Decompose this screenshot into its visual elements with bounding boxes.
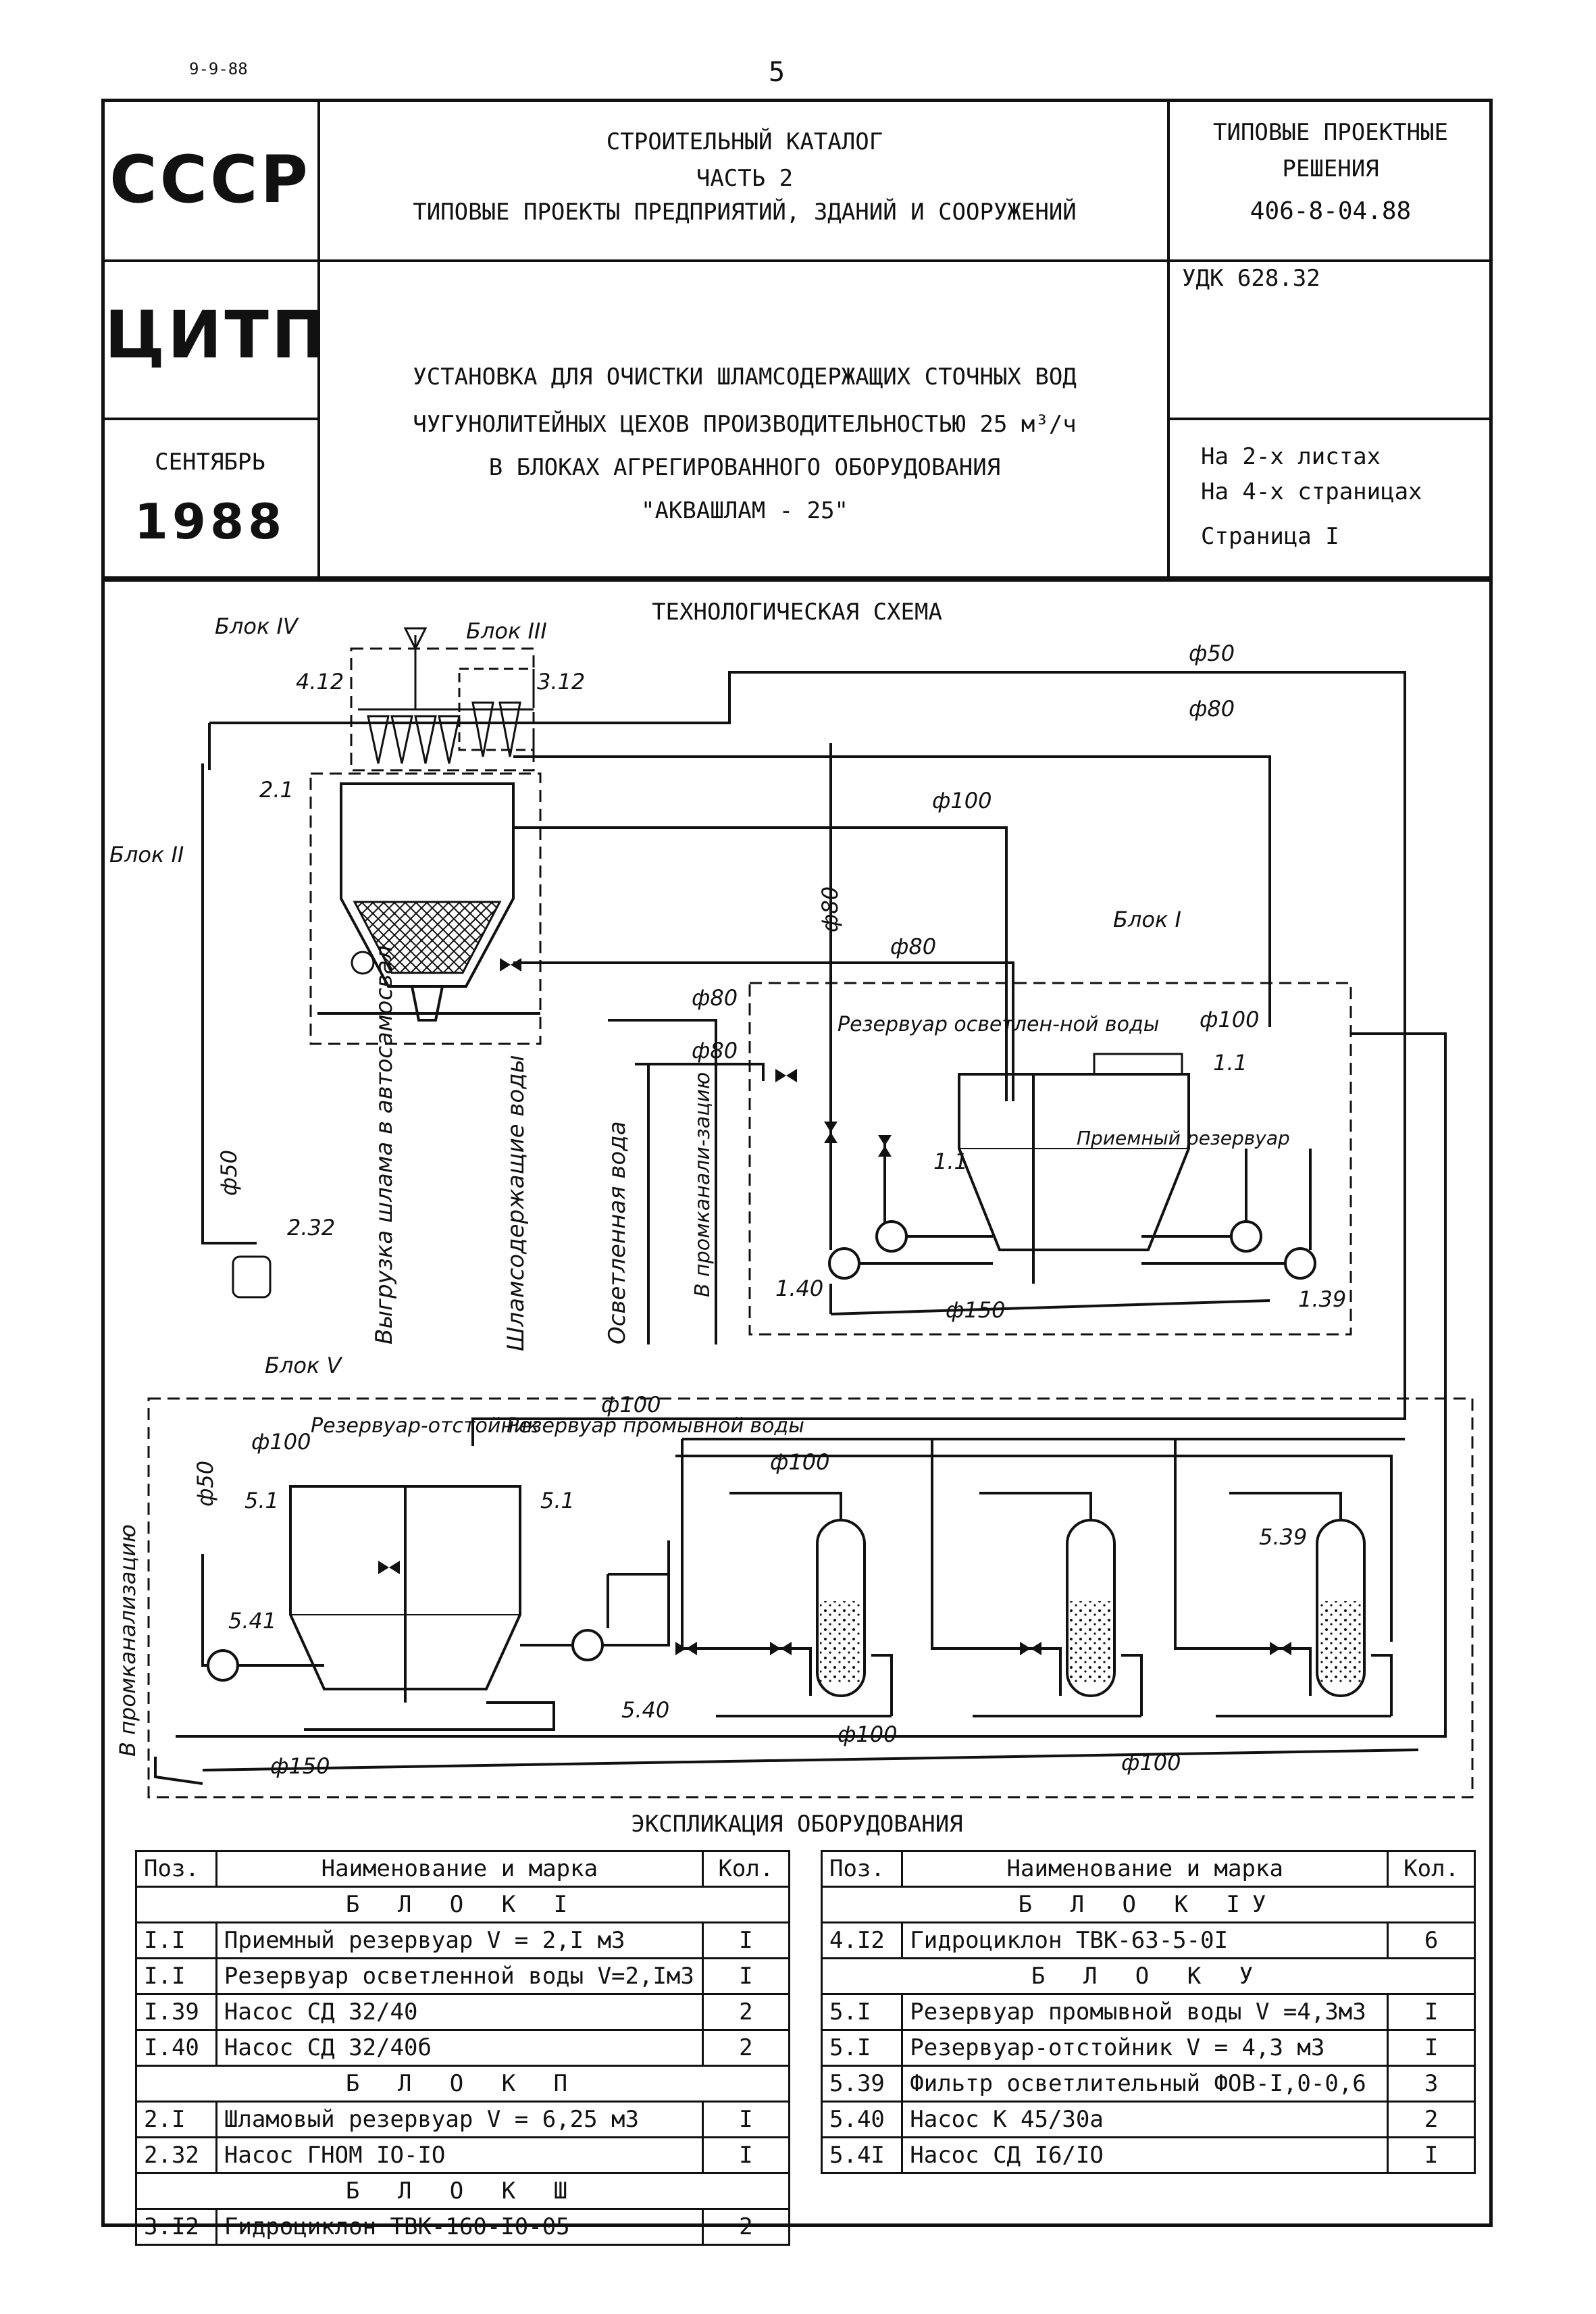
explication-table-right: Поз. Наименование и марка Кол. Б Л О К I…	[820, 1850, 1476, 2174]
pages-count: На 4-х страницах	[1201, 478, 1422, 505]
label-reservoir-clarified: Резервуар осветлен-ной воды	[838, 1013, 1159, 1036]
label-d80c: ф80	[692, 985, 738, 1011]
label-block5: Блок V	[265, 1353, 342, 1378]
group-block1: Б Л О К I	[135, 1886, 790, 1923]
label-d100a: ф100	[932, 788, 992, 813]
explication-table-left: Поз. Наименование и марка Кол. Б Л О К I…	[135, 1850, 791, 2246]
label-settling: Резервуар-отстойник	[311, 1414, 540, 1438]
label-d50a: ф50	[1189, 640, 1235, 666]
label-sludge-water: Шламсодержащие воды	[503, 1055, 530, 1351]
month: СЕНТЯБРЬ	[155, 449, 265, 476]
label-139: 1.39	[1298, 1286, 1346, 1312]
label-sludge-unload: Выгрузка шлама в автосамосвал	[371, 945, 398, 1344]
label-d100f: ф100	[838, 1721, 897, 1747]
udk: УДК 628.32	[1182, 265, 1320, 292]
label-d100d: ф100	[251, 1429, 311, 1455]
body-frame	[101, 578, 1493, 2227]
label-140: 1.40	[775, 1276, 823, 1301]
table-header: Поз. Наименование и марка Кол.	[820, 1850, 1476, 1888]
label-d100e: ф100	[770, 1449, 829, 1475]
table-header: Поз. Наименование и марка Кол.	[135, 1850, 791, 1888]
catalog-line2: ЧАСТЬ 2	[696, 165, 794, 192]
label-541: 5.41	[228, 1608, 276, 1634]
label-to-sewer1: В промканали-зацию	[691, 1072, 715, 1297]
header-qty: Кол.	[701, 1850, 791, 1888]
label-d150a: ф150	[946, 1297, 1005, 1323]
group-block3: Б Л О К Ш	[135, 2172, 790, 2210]
label-block1: Блок I	[1113, 907, 1181, 932]
label-to-sewer2: В промканализацию	[115, 1524, 140, 1757]
label-539: 5.39	[1259, 1524, 1307, 1550]
label-540: 5.40	[621, 1697, 669, 1723]
label-block3: Блок III	[466, 618, 547, 644]
label-21: 2.1	[259, 777, 294, 803]
label-d80d: ф80	[692, 1038, 738, 1063]
title-line1: УСТАНОВКА ДЛЯ ОЧИСТКИ ШЛАМСОДЕРЖАЩИХ СТО…	[413, 363, 1077, 391]
label-232: 2.32	[287, 1215, 335, 1240]
label-11b: 1.1	[1213, 1050, 1247, 1076]
label-d50b: ф50	[216, 1150, 242, 1196]
label-wash: Резервуар промывной воды	[507, 1414, 804, 1438]
label-d100g: ф100	[1121, 1750, 1181, 1776]
typical-line2: РЕШЕНИЯ	[1282, 155, 1379, 182]
label-11a: 1.1	[933, 1149, 968, 1174]
header-pos: Поз.	[135, 1850, 217, 1888]
label-receiving-reservoir: Приемный резервуар	[1077, 1127, 1290, 1149]
citp-label: ЦИТП	[105, 297, 329, 373]
group-block5: Б Л О К У	[821, 1957, 1476, 1995]
header-name: Наименование и марка	[215, 1850, 704, 1888]
typical-line1: ТИПОВЫЕ ПРОЕКТНЫЕ	[1213, 119, 1448, 146]
label-d100b: ф100	[1200, 1007, 1259, 1032]
group-block4: Б Л О К IУ	[821, 1886, 1476, 1923]
label-d100c: ф100	[601, 1392, 661, 1417]
page-number: 5	[769, 57, 786, 88]
project-number: 406-8-04.88	[1250, 197, 1412, 225]
group-block2: Б Л О К П	[135, 2065, 790, 2103]
label-51b: 5.1	[540, 1488, 575, 1513]
header-name-right: Наименование и марка	[901, 1850, 1389, 1888]
label-51: 5.1	[244, 1488, 279, 1513]
label-block4: Блок IV	[215, 613, 299, 639]
label-312: 3.12	[537, 669, 585, 695]
doc-code: 9-9-88	[189, 59, 248, 78]
header-qty-right: Кол.	[1387, 1850, 1476, 1888]
scheme-title: ТЕХНОЛОГИЧЕСКАЯ СХЕМА	[652, 599, 942, 626]
year: 1988	[134, 493, 286, 550]
header-frame	[101, 99, 1493, 580]
explication-title: ЭКСПЛИКАЦИЯ ОБОРУДОВАНИЯ	[631, 1811, 963, 1838]
label-d80a: ф80	[1189, 696, 1235, 722]
page-label: Страница I	[1201, 523, 1339, 550]
label-block2: Блок II	[109, 842, 184, 867]
header-pos-right: Поз.	[820, 1850, 904, 1888]
label-412: 4.12	[296, 669, 344, 695]
title-line2: ЧУГУНОЛИТЕЙНЫХ ЦЕХОВ ПРОИЗВОДИТЕЛЬНОСТЬЮ…	[413, 411, 1077, 438]
label-d50c: ф50	[192, 1461, 218, 1507]
label-d80e: ф80	[817, 886, 843, 932]
ussr-label: СССР	[109, 142, 311, 218]
catalog-line3: ТИПОВЫЕ ПРОЕКТЫ ПРЕДПРИЯТИЙ, ЗДАНИЙ И СО…	[413, 199, 1077, 226]
catalog-line1: СТРОИТЕЛЬНЫЙ КАТАЛОГ	[606, 128, 883, 155]
sheets-count: На 2-х листах	[1201, 443, 1381, 470]
title-line3: В БЛОКАХ АГРЕГИРОВАННОГО ОБОРУДОВАНИЯ	[488, 454, 1001, 481]
label-d80b: ф80	[890, 934, 936, 959]
title-line4: "АКВАШЛАМ - 25"	[640, 497, 849, 524]
label-d150b: ф150	[270, 1753, 330, 1779]
label-clarified-water: Осветленная вода	[604, 1121, 631, 1344]
